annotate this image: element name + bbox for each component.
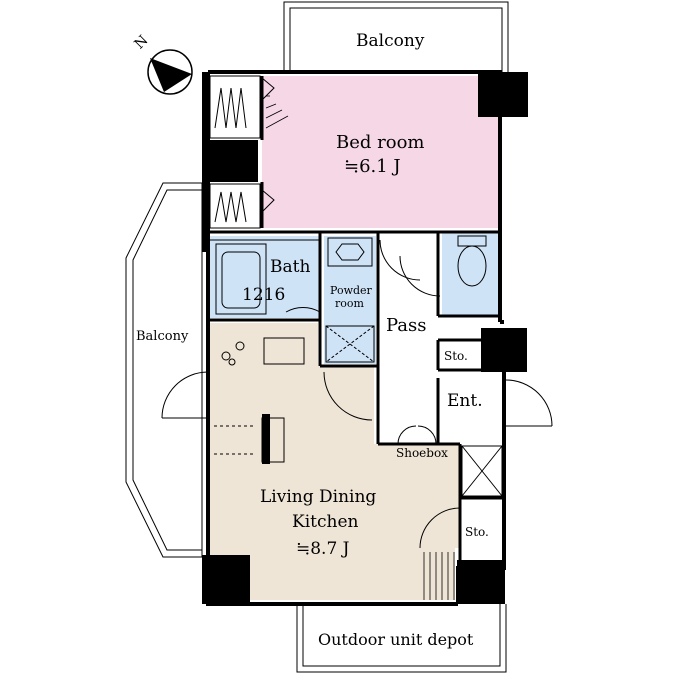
shoebox-doors	[397, 425, 437, 445]
toilet-door-swing	[399, 255, 441, 297]
balcony-top-label: Balcony	[356, 31, 425, 51]
washbasin	[327, 237, 373, 267]
bedroom-closets	[209, 75, 275, 229]
outdoor-unit-depot	[296, 604, 507, 673]
balcony-left-label: Balcony	[136, 329, 189, 344]
compass-label: N	[132, 33, 152, 53]
pass-label: Pass	[386, 315, 427, 336]
bath-size-label: 1216	[242, 285, 285, 305]
pass-door-swing	[379, 239, 421, 281]
compass-icon	[147, 49, 193, 95]
bath-name-label: Bath	[270, 257, 310, 277]
outdoor-unit-label: Outdoor unit depot	[318, 630, 474, 649]
entrance-label: Ent.	[447, 391, 483, 411]
bedroom-name-label: Bed room	[336, 132, 424, 153]
washing-machine-pan	[325, 325, 375, 363]
powder-room-label-2: room	[335, 297, 365, 310]
powder-room-label-1: Powder	[330, 284, 373, 297]
toilet	[457, 235, 487, 287]
storage-upper-label: Sto.	[444, 349, 468, 363]
structural-columns	[202, 72, 528, 604]
door-swings	[161, 371, 553, 549]
top-balcony	[283, 1, 509, 72]
shoebox-label: Shoebox	[396, 446, 448, 460]
pipe-shaft	[461, 445, 503, 497]
bath-door-swing	[285, 306, 321, 313]
ldk-area	[210, 323, 460, 600]
bedroom-size-label: ≒6.1 J	[344, 156, 401, 177]
interior-walls	[208, 76, 504, 600]
ldk-step-hatch	[423, 552, 455, 600]
ldk-name-label-2: Kitchen	[292, 512, 358, 532]
bedroom-area	[262, 76, 500, 228]
bath-area	[210, 236, 320, 318]
storage-lower-label: Sto.	[465, 525, 489, 539]
left-balcony	[125, 182, 203, 558]
toilet-area	[442, 232, 500, 316]
fridge-column	[262, 414, 270, 464]
bathtub	[210, 239, 320, 315]
powder-room-area	[324, 236, 376, 364]
ldk-size-label: ≒8.7 J	[296, 539, 350, 559]
bedroom-hatch	[265, 95, 289, 129]
kitchen-counter	[214, 337, 305, 463]
ldk-name-label-1: Living Dining	[260, 487, 376, 507]
